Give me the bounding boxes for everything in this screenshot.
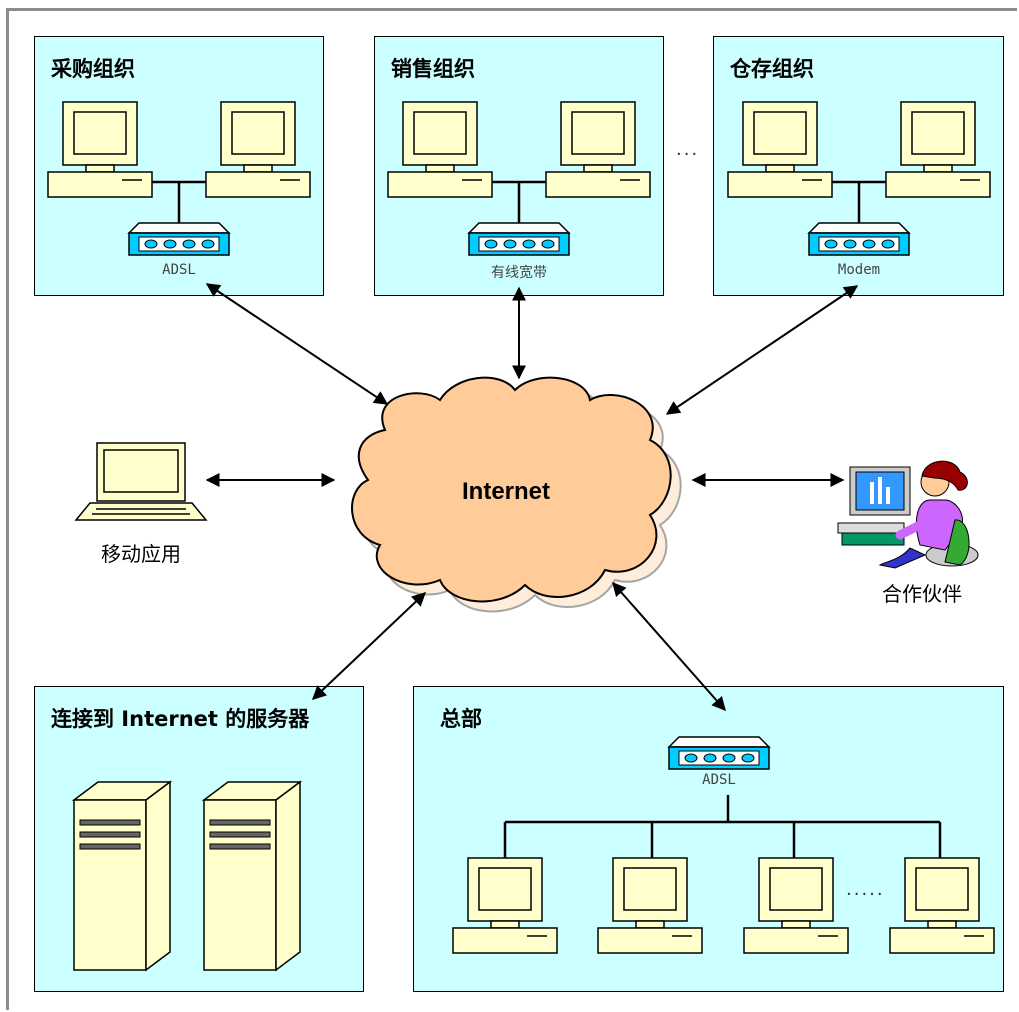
- panel-title: 连接到 Internet 的服务器: [51, 707, 310, 731]
- adsl-modem-icon: [128, 222, 230, 256]
- server-icon: [73, 781, 171, 971]
- warehouse-network: [727, 101, 991, 256]
- broadband-modem-icon: [468, 222, 570, 256]
- sales-network: [387, 101, 651, 256]
- connection-arrows: [205, 283, 859, 712]
- device-label-broadband: 有线宽带: [491, 265, 547, 281]
- device-label-adsl: ADSL: [162, 262, 196, 278]
- computer-icon: [727, 101, 833, 198]
- server-icon: [203, 781, 301, 971]
- computer-icon: [545, 101, 651, 198]
- computer-icon: [885, 101, 991, 198]
- computer-icon: [47, 101, 153, 198]
- headquarters-network: [452, 736, 995, 954]
- device-label-modem: Modem: [837, 262, 881, 278]
- arrow-warehouse: [665, 285, 859, 415]
- partner-person-icon: [837, 460, 979, 569]
- arrow-procurement: [205, 283, 389, 405]
- arrow-servers: [311, 592, 427, 700]
- computer-icon: [205, 101, 311, 198]
- procurement-network: [47, 101, 311, 256]
- modem-icon: [808, 222, 910, 256]
- computer-icon: [743, 857, 849, 954]
- computer-icon: [889, 857, 995, 954]
- more-groups-ellipsis: ···: [676, 144, 700, 165]
- arrow-headquarters: [612, 581, 726, 712]
- partner-label: 合作伙伴: [882, 582, 962, 606]
- servers-group: [73, 781, 301, 971]
- device-label-hq-adsl: ADSL: [702, 772, 736, 788]
- adsl-modem-icon: [668, 736, 770, 770]
- internet-label: Internet: [461, 478, 551, 505]
- more-computers-ellipsis: ·····: [846, 884, 885, 905]
- diagram-frame: [6, 8, 1017, 1010]
- computer-icon: [597, 857, 703, 954]
- mobile-label: 移动应用: [101, 542, 181, 566]
- panel-title: 仓存组织: [730, 57, 814, 81]
- computer-icon: [452, 857, 558, 954]
- panel-warehouse: 仓存组织: [713, 36, 1004, 296]
- panel-title: 采购组织: [51, 57, 135, 81]
- computer-icon: [387, 101, 493, 198]
- panel-title: 销售组织: [391, 57, 475, 81]
- laptop-icon: [74, 442, 208, 521]
- panel-title: 总部: [440, 707, 482, 731]
- internet-cloud-icon: [351, 376, 682, 613]
